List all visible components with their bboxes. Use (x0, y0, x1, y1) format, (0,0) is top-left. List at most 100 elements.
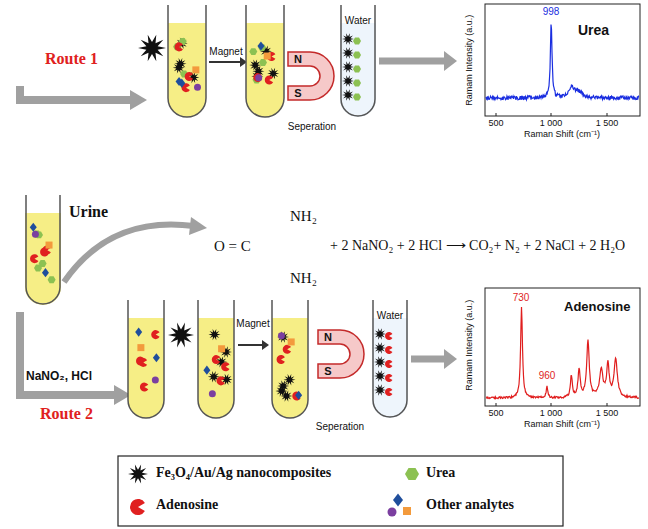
spectrum-frames (485, 4, 640, 406)
urea-hexagon (34, 265, 42, 272)
tube-liquid (246, 23, 284, 117)
nanocomposite-star (374, 328, 386, 339)
legend-text: Other analytes (426, 497, 514, 513)
analyte-diamond (295, 391, 302, 400)
pole-label: N (294, 53, 302, 66)
analyte-diamond (176, 77, 183, 86)
test-tube (246, 5, 284, 117)
axis-title: Raman Shift (cm⁻¹) (524, 129, 600, 139)
pole-label: N (324, 331, 332, 344)
small-arrow (209, 61, 240, 63)
analyte-diamond (42, 268, 49, 277)
analyte-circle (209, 390, 216, 397)
equation: + 2 NaNO₂ + 2 HCl ⟶ CO₂+ N₂ + 2 NaCl + 2… (330, 238, 625, 254)
tick-label: 1 500 (596, 118, 619, 128)
tube-liquid (340, 23, 376, 117)
arrow-head (189, 217, 207, 235)
tick-label: 1 000 (540, 118, 563, 128)
arrow-head (130, 90, 147, 110)
raman-spectrum (486, 307, 639, 399)
nanocomposite-star (374, 342, 386, 353)
tube-liquid (168, 23, 206, 117)
step-label: Seperation (288, 121, 336, 133)
adenosine-pacman (140, 383, 148, 392)
adenosine-pacman (136, 357, 144, 366)
urea-hexagon (353, 52, 361, 59)
test-tube: Water (372, 300, 408, 418)
tick-marks (496, 113, 607, 406)
nanocomposite-star (342, 61, 354, 72)
urea-hexagon (353, 38, 361, 45)
adenosine-pacman (265, 76, 273, 85)
analyte-circle (388, 508, 397, 517)
analyte-circle (194, 84, 201, 91)
arrow-head (444, 349, 457, 369)
legend-text: Adenosine (156, 497, 218, 513)
route-arrow (20, 86, 132, 100)
adenosine-pacman (385, 360, 392, 368)
tube-wall (373, 300, 407, 417)
tube-liquid (128, 318, 164, 418)
analyte-circle (255, 74, 262, 81)
analyte-diamond (30, 223, 37, 232)
analyte-square (264, 53, 271, 60)
analyte-diamond (257, 41, 264, 50)
nanocomposite-star (374, 356, 386, 367)
nanocomposite-star (277, 380, 289, 392)
reagent-label: NaNO₂, HCl (26, 370, 92, 384)
arrow-shaft (411, 356, 445, 363)
equation: O = C (214, 238, 251, 255)
analyte-diamond (135, 328, 142, 337)
adenosine-pacman (385, 374, 392, 382)
urea-hexagon (353, 94, 361, 101)
magnet (288, 52, 334, 100)
urea-hexagon (405, 468, 419, 480)
plot-frame (485, 4, 640, 116)
flow-arrow (379, 51, 457, 71)
analyte-diamond (203, 366, 210, 375)
adenosine-pacman (185, 72, 193, 81)
plot-frame (485, 288, 640, 406)
analyte-square (288, 338, 295, 345)
nanocomposite-star (128, 465, 148, 484)
tube-liquid (372, 318, 408, 418)
tube-liquid (272, 318, 308, 418)
adenosine-pacman (175, 42, 183, 51)
nanocomposite-star (374, 384, 386, 395)
adenosine-pacman (385, 346, 392, 354)
analyte-circle (32, 231, 39, 238)
adenosine-pacman (130, 499, 145, 515)
analyte-circle (152, 377, 159, 384)
nanocomposite-star (209, 329, 221, 340)
nanocomposite-star (277, 331, 289, 342)
axis-title: Ramam Intensity (a.u.) (465, 14, 475, 105)
step-label: Seperation (316, 421, 364, 433)
urea-hexagon (249, 48, 257, 55)
analyte-square (403, 507, 411, 515)
arrow-head (262, 340, 269, 350)
analyte-square (192, 66, 199, 73)
test-tube (198, 300, 234, 418)
flow-arrow (411, 349, 457, 369)
analyte-square (46, 242, 53, 249)
tube-label: Water (345, 15, 371, 27)
analyte-diamond (393, 494, 403, 507)
adenosine-pacman (221, 362, 229, 371)
urea-hexagon (259, 59, 267, 66)
raman-spectrum (486, 25, 639, 100)
axis-title: Raman Shift (cm⁻¹) (524, 419, 600, 429)
spectrum-title: Urea (578, 22, 609, 38)
tick-label: 1 500 (596, 408, 619, 418)
pole-label: S (324, 365, 331, 378)
step-label: Magnet (209, 46, 242, 58)
equation: NH₂ (290, 208, 317, 225)
tube-wall (26, 195, 60, 304)
test-tube: Urine (25, 195, 61, 305)
tick-label: 500 (488, 408, 503, 418)
legend-box (118, 456, 563, 526)
urea-hexagon (353, 80, 361, 87)
small-arrow (238, 344, 262, 346)
peak-label: 730 (513, 292, 530, 304)
